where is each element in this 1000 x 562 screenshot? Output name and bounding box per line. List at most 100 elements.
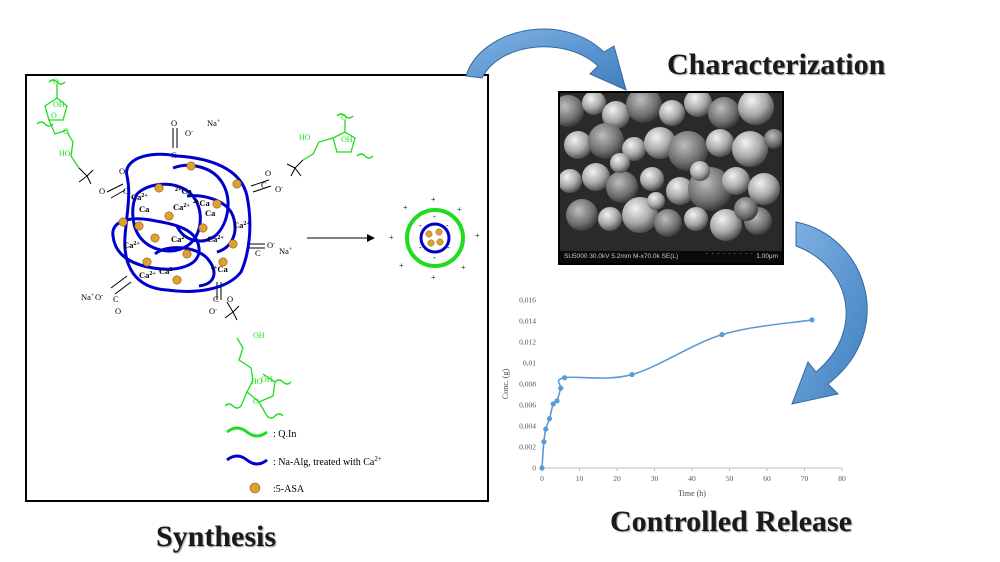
sem-particle xyxy=(560,95,584,127)
sem-particle xyxy=(690,161,710,181)
y-tick-label: 0,012 xyxy=(519,338,536,347)
sem-particle xyxy=(684,207,708,231)
carboxyl-o-label: O xyxy=(99,186,105,196)
carboxyl-o-label: O xyxy=(227,294,233,304)
calcium-labels: Ca2+ Ca 2+Ca Ca2+ 2+Ca Ca Ca2+ Ca2+ Ca2+… xyxy=(123,186,250,280)
sem-particle xyxy=(602,101,630,129)
drug-bead xyxy=(232,179,242,189)
sem-particle xyxy=(738,93,774,125)
sem-particle xyxy=(684,93,712,117)
x-tick-label: 80 xyxy=(838,474,846,483)
calcium-ion-label: Ca2+ xyxy=(159,266,176,276)
x-tick-label: 60 xyxy=(763,474,771,483)
sem-particle xyxy=(732,131,768,167)
sem-info-bar: SU5000 30.0kV 5.2mm M-x70.0k SE(L) . . .… xyxy=(560,249,782,263)
plus-charge: + xyxy=(461,263,466,272)
controlled-release-heading: Controlled Release xyxy=(610,505,852,538)
sem-particle xyxy=(622,137,646,161)
ho-label: HO xyxy=(59,149,71,158)
y-tick-label: 0,002 xyxy=(519,443,536,452)
release-curve xyxy=(541,319,813,469)
minus-charge: - xyxy=(433,212,436,221)
sem-particle xyxy=(566,199,598,231)
minus-charge: - xyxy=(446,221,449,230)
carboxylate-label: O- xyxy=(267,240,275,250)
calcium-ion-label: Ca xyxy=(205,208,216,218)
asa-legend-swatch xyxy=(249,482,261,494)
legend: : Q.In : Na-Alg, treated with Ca2+ :5-AS… xyxy=(226,426,382,495)
sem-particle xyxy=(610,153,630,173)
sodium-ion-label: Na+ xyxy=(207,118,221,128)
drug-bead xyxy=(118,217,128,227)
arrow-characterization-to-release xyxy=(791,221,868,405)
arrow-synthesis-to-characterization xyxy=(465,28,627,91)
sem-particle xyxy=(598,207,622,231)
drug-bead xyxy=(142,257,152,267)
sem-scale-bar: . . . . . . . . . . xyxy=(706,249,760,256)
carbon-label: C xyxy=(213,294,219,304)
ho-label: HO xyxy=(251,377,263,386)
carboxylate-label: O- xyxy=(185,128,193,138)
drug-bead xyxy=(182,249,192,259)
sem-particle xyxy=(588,123,624,159)
drug-bead xyxy=(228,239,238,249)
data-point xyxy=(543,426,549,432)
calcium-ion-label: Ca2+ xyxy=(139,270,156,280)
calcium-ion-label: Ca2+ xyxy=(173,202,190,212)
data-point xyxy=(629,371,635,378)
x-tick-label: 50 xyxy=(726,474,734,483)
sem-particle xyxy=(582,163,610,191)
data-point xyxy=(539,465,545,471)
drug-beads xyxy=(118,161,242,285)
sodium-ion-label: Na+ xyxy=(81,292,95,302)
y-axis-label: Conc. (g) xyxy=(501,369,510,400)
drug-bead xyxy=(134,221,144,231)
y-tick-label: 0,014 xyxy=(519,317,536,326)
data-point xyxy=(558,385,564,391)
synthesis-panel: O OH O O HO HO OH O OH HO OH O O xyxy=(25,74,489,502)
data-point xyxy=(719,332,725,338)
calcium-ion-label: Ca2+ xyxy=(233,220,250,230)
oh-label: OH xyxy=(53,100,65,109)
reaction-arrow xyxy=(307,234,375,242)
oxygen-label: O xyxy=(53,77,59,86)
drug-bead xyxy=(154,183,164,193)
drug-bead xyxy=(186,161,196,171)
q-in-legend-label: : Q.In xyxy=(273,429,296,440)
minus-charge: - xyxy=(419,221,422,230)
sem-particle xyxy=(668,131,708,171)
calcium-ion-label: 2+Ca xyxy=(175,186,193,196)
synthesis-scheme: O OH O O HO HO OH O OH HO OH O O xyxy=(36,77,480,495)
sem-particle xyxy=(764,129,782,149)
characterization-heading: Characterization xyxy=(667,48,886,81)
drug-bead xyxy=(150,233,160,243)
x-tick-label: 30 xyxy=(651,474,659,483)
sem-particle xyxy=(706,129,734,157)
carboxylate-label: O- xyxy=(275,184,283,194)
y-tick-label: 0 xyxy=(532,464,536,473)
sem-particle xyxy=(582,93,606,115)
sem-particle xyxy=(734,197,758,221)
alginate-legend-label: : Na-Alg, treated with Ca2+ xyxy=(273,455,382,468)
y-tick-label: 0,016 xyxy=(519,296,536,305)
sem-particle xyxy=(647,192,665,210)
calcium-ion-label: 2+Ca xyxy=(193,198,211,208)
sem-particle xyxy=(708,97,740,129)
plus-charge: + xyxy=(431,195,436,204)
x-tick-label: 40 xyxy=(688,474,696,483)
plus-charge: + xyxy=(431,273,436,282)
alginate-legend-swatch xyxy=(226,454,268,466)
minus-charge: - xyxy=(447,243,450,252)
sem-scale-label: 1.00μm xyxy=(756,253,778,260)
plus-charge: + xyxy=(457,205,462,214)
calcium-ion-label: Ca2+ xyxy=(131,192,148,202)
sem-particle xyxy=(748,173,780,205)
drug-bead xyxy=(164,211,174,221)
asa-legend-label: :5-ASA xyxy=(273,484,305,495)
sem-micrograph: SU5000 30.0kV 5.2mm M-x70.0k SE(L) . . .… xyxy=(558,91,784,265)
ho-label: HO xyxy=(299,133,311,142)
sem-particle xyxy=(654,209,682,237)
minus-charge: - xyxy=(419,243,422,252)
